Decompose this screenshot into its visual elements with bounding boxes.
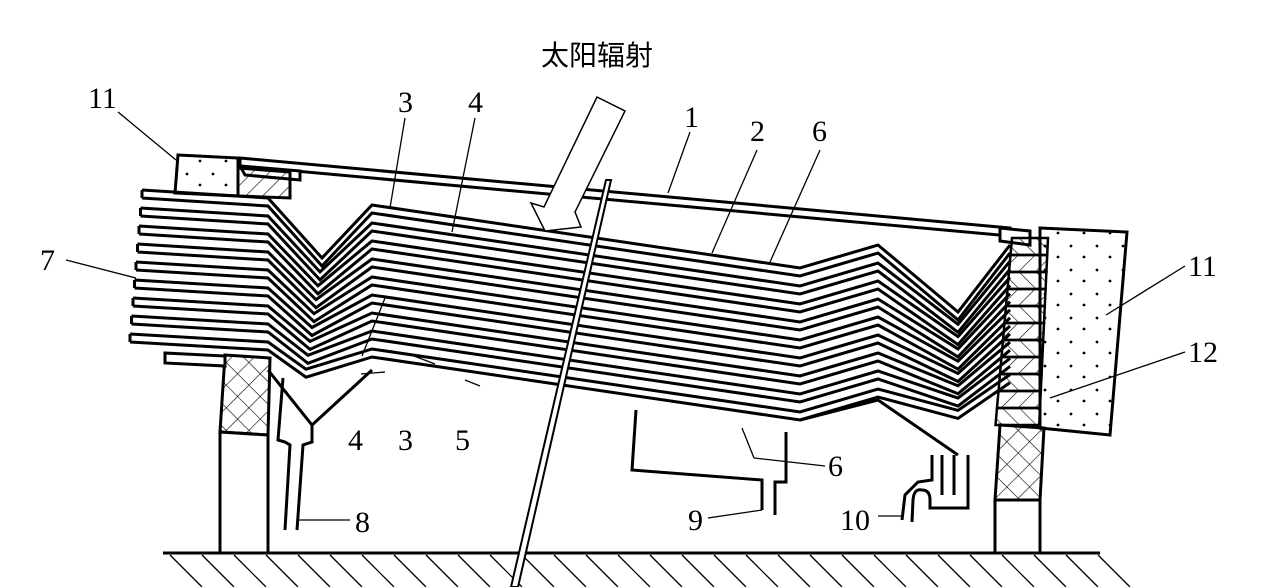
label-4-bottom: 4	[348, 424, 363, 457]
ground-hatch-line	[297, 554, 331, 587]
insulation-right	[1038, 226, 1129, 437]
label-9: 9	[688, 504, 703, 537]
ground-hatch-line	[585, 554, 619, 587]
ground-hatch-line	[841, 554, 875, 587]
seal-segment	[995, 389, 1043, 410]
absorber-plate-upper	[135, 260, 1012, 364]
ground-hatch-line	[1065, 554, 1099, 587]
absorber-plate-lower	[129, 340, 1011, 422]
seals-right	[994, 236, 1050, 427]
label-11-right: 11	[1188, 250, 1217, 283]
seal-top-left	[236, 166, 292, 200]
ground	[163, 551, 1131, 587]
ground-hatch-line	[201, 554, 235, 587]
ground-hatch-line	[361, 554, 395, 587]
outlet-pipe-10	[900, 455, 970, 523]
ground-hatch-line	[905, 554, 939, 587]
ground-hatch-line	[937, 554, 971, 587]
support-cross-right	[993, 423, 1046, 502]
seal-segment	[1004, 287, 1047, 308]
label-4-top: 4	[468, 86, 483, 119]
ground-hatch-line	[425, 554, 459, 587]
label-11-left: 11	[88, 82, 117, 115]
label-8: 8	[355, 506, 370, 539]
bottom-insulation-left	[163, 351, 227, 368]
ground-hatch-line	[617, 554, 651, 587]
absorber-plate-upper	[129, 332, 1011, 414]
seal-segment	[1003, 304, 1047, 325]
ground-hatch-line	[457, 554, 491, 587]
seal-segment	[1009, 236, 1050, 257]
ground-hatch-line	[809, 554, 843, 587]
absorber-plate-upper	[131, 314, 1011, 400]
label-1: 1	[684, 101, 699, 134]
absorber-plate-lower	[135, 268, 1012, 372]
outlet-pipe-8	[276, 377, 314, 531]
solar-radiation-arrow	[529, 95, 627, 232]
label-7: 7	[40, 244, 55, 277]
ground-hatch-line	[329, 554, 363, 587]
right-fold-bottom	[799, 398, 959, 457]
absorber-plate-lower	[131, 322, 1011, 408]
label-3-top: 3	[398, 86, 413, 119]
ground-hatch-line	[873, 554, 907, 587]
insulation-top-left	[173, 153, 240, 198]
thermometer-rod	[509, 179, 613, 587]
seal-segment	[1007, 253, 1049, 274]
title-solar-radiation: 太阳辐射	[541, 39, 653, 72]
label-12: 12	[1188, 336, 1218, 369]
ground-hatch-line	[1033, 554, 1067, 587]
collector-box-9	[630, 409, 788, 515]
label-6-top: 6	[812, 115, 827, 148]
absorber-plate-upper	[141, 188, 1012, 315]
ground-hatch-line	[969, 554, 1003, 587]
ground-hatch-line	[553, 554, 587, 587]
label-6-bottom: 6	[828, 450, 843, 483]
absorber-plate-lower	[132, 304, 1011, 396]
absorber-plate-upper	[134, 278, 1012, 376]
ground-hatch-line	[393, 554, 427, 587]
seal-segment	[1006, 270, 1048, 291]
ground-hatch-line	[1001, 554, 1035, 587]
absorber-plate-lower	[134, 286, 1012, 384]
support-base-left	[218, 430, 270, 555]
absorber-plate-lower	[137, 250, 1012, 359]
label-2: 2	[750, 115, 765, 148]
ground-hatch-line	[169, 554, 203, 587]
label-5: 5	[455, 424, 470, 457]
ground-hatch-line	[1097, 554, 1131, 587]
absorber-plate-upper	[132, 296, 1011, 388]
support-cross-left	[218, 353, 272, 437]
ground-hatch-line	[681, 554, 715, 587]
ground-hatch-line	[521, 554, 555, 587]
leader-lines	[65, 111, 1186, 521]
label-10: 10	[840, 504, 870, 537]
glass-cover	[237, 156, 1032, 247]
absorber-plate-lower	[141, 196, 1012, 323]
ground-hatch-line	[777, 554, 811, 587]
ground-hatch-line	[649, 554, 683, 587]
label-3-bottom: 3	[398, 424, 413, 457]
ground-hatch-line	[713, 554, 747, 587]
seal-segment	[994, 406, 1042, 427]
absorber-plate-upper	[140, 206, 1012, 327]
ground-hatch-line	[233, 554, 267, 587]
ground-hatch-line	[265, 554, 299, 587]
ground-hatch-line	[745, 554, 779, 587]
support-base-right	[993, 498, 1042, 555]
absorber-plates	[128, 188, 1012, 457]
